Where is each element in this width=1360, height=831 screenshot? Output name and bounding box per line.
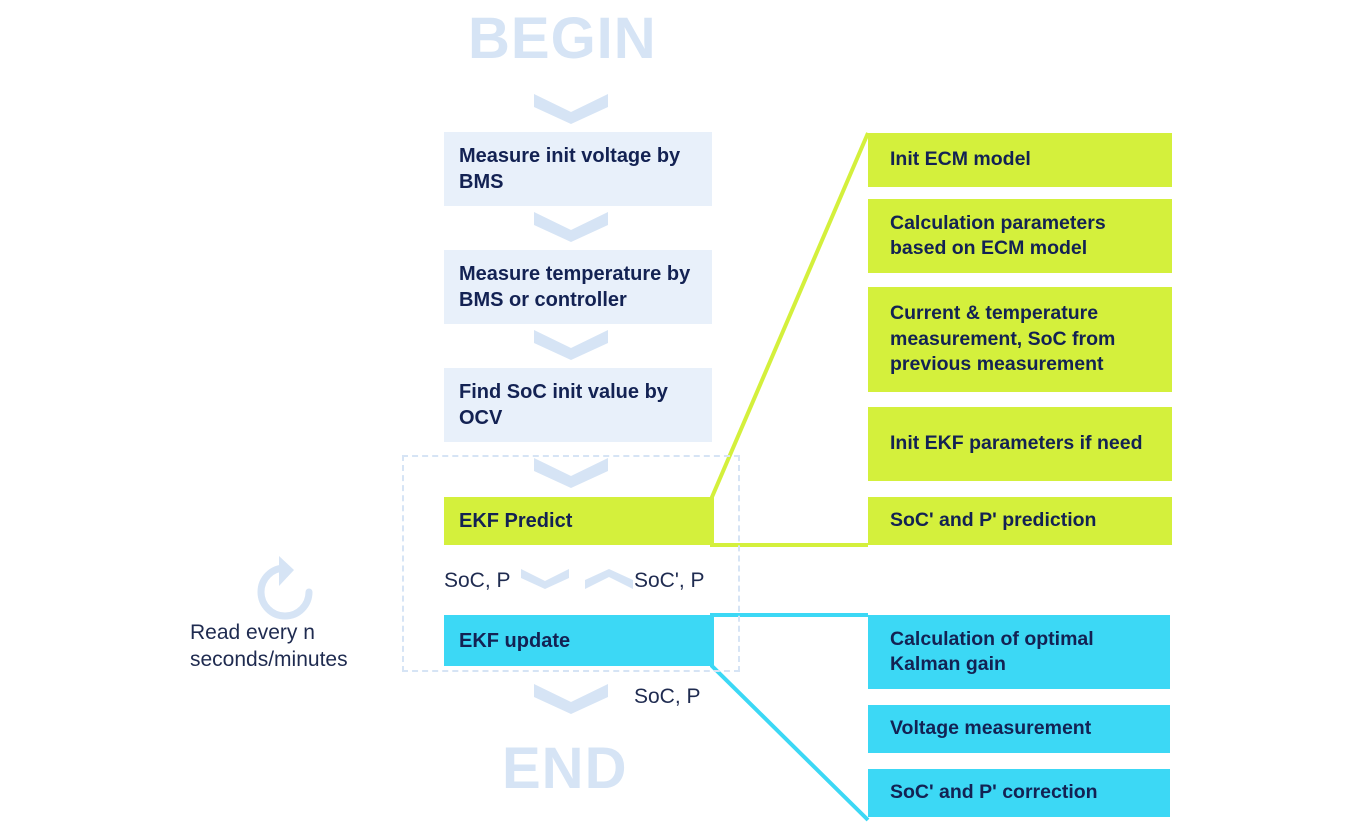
detail-label: Init ECM model xyxy=(890,148,1031,171)
loop-region-dashed-border xyxy=(402,455,740,672)
loop-label: Read every n seconds/minutes xyxy=(190,621,348,671)
chevron-down-icon xyxy=(521,569,569,589)
predict-detail-current-temperature-measurement[interactable]: Current & temperature measurement, SoC f… xyxy=(868,287,1172,392)
chevron-down-icon xyxy=(534,212,608,242)
detail-label: SoC' and P' correction xyxy=(890,781,1098,804)
chevron-down-icon xyxy=(534,684,608,714)
predict-detail-init-ecm-model[interactable]: Init ECM model xyxy=(868,133,1172,187)
step-label: Measure temperature by BMS or controller xyxy=(459,263,691,311)
predict-detail-soc-p-prediction[interactable]: SoC' and P' prediction xyxy=(868,497,1172,545)
annotation-predict-output: SoC', P xyxy=(634,569,705,592)
step-label: Find SoC init value by OCV xyxy=(459,381,668,429)
end-terminal: END xyxy=(502,736,628,801)
step-label: EKF Predict xyxy=(459,510,573,532)
chevron-down-icon xyxy=(534,330,608,360)
chevron-down-icon xyxy=(534,94,608,124)
detail-label: Init EKF parameters if need xyxy=(890,432,1143,455)
step-label: EKF update xyxy=(459,629,571,652)
begin-terminal: BEGIN xyxy=(468,6,657,71)
detail-label: Calculation parameters based on ECM mode… xyxy=(890,211,1106,259)
chevron-down-icon xyxy=(534,458,608,488)
annotation-update-output: SoC, P xyxy=(634,685,701,708)
detail-label: Voltage measurement xyxy=(890,717,1092,740)
detail-label: Current & temperature measurement, SoC f… xyxy=(890,302,1116,376)
update-detail-soc-p-correction[interactable]: SoC' and P' correction xyxy=(868,769,1170,817)
predict-detail-calculation-parameters[interactable]: Calculation parameters based on ECM mode… xyxy=(868,199,1172,273)
step-ekf-predict[interactable]: EKF Predict xyxy=(444,497,712,545)
predict-detail-init-ekf-parameters[interactable]: Init EKF parameters if need xyxy=(868,407,1172,481)
detail-label: Calculation of optimal Kalman gain xyxy=(890,627,1094,675)
chevron-up-icon xyxy=(585,569,633,589)
update-detail-voltage-measurement[interactable]: Voltage measurement xyxy=(868,705,1170,753)
step-label: Measure init voltage by BMS xyxy=(459,145,681,193)
annotation-predict-input: SoC, P xyxy=(444,569,511,592)
step-find-soc-init-value[interactable]: Find SoC init value by OCV xyxy=(444,368,712,442)
step-measure-init-voltage[interactable]: Measure init voltage by BMS xyxy=(444,132,712,206)
step-ekf-update[interactable]: EKF update xyxy=(444,615,712,666)
loop-refresh-icon xyxy=(252,552,318,629)
update-detail-kalman-gain[interactable]: Calculation of optimal Kalman gain xyxy=(868,615,1170,689)
step-measure-temperature[interactable]: Measure temperature by BMS or controller xyxy=(444,250,712,324)
detail-label: SoC' and P' prediction xyxy=(890,509,1097,532)
